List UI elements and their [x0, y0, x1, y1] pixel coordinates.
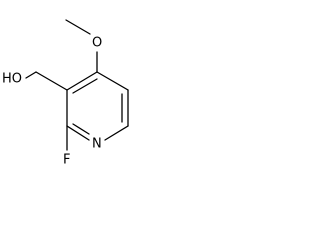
- bond-o-ch3: [65, 19, 91, 35]
- bond-n1-c2: [66, 125, 90, 141]
- bond-c6-n1: [104, 125, 129, 141]
- atom-label-hydroxyl: HO: [2, 72, 22, 87]
- bond-c3-c4: [66, 71, 98, 91]
- bond-n1-c2-inner: [72, 123, 90, 135]
- atom-label-fluorine: F: [63, 153, 70, 168]
- atom-label-methoxy-oxygen: O: [92, 36, 102, 51]
- bond-c4-c5: [96, 71, 129, 91]
- bond-c3-c4-inner: [72, 78, 98, 94]
- molecule-diagram: O HO N F: [2, 19, 129, 168]
- atom-label-nitrogen: N: [92, 137, 102, 152]
- bond-ch2-oh: [25, 71, 37, 79]
- bond-c3-ch2: [35, 71, 68, 91]
